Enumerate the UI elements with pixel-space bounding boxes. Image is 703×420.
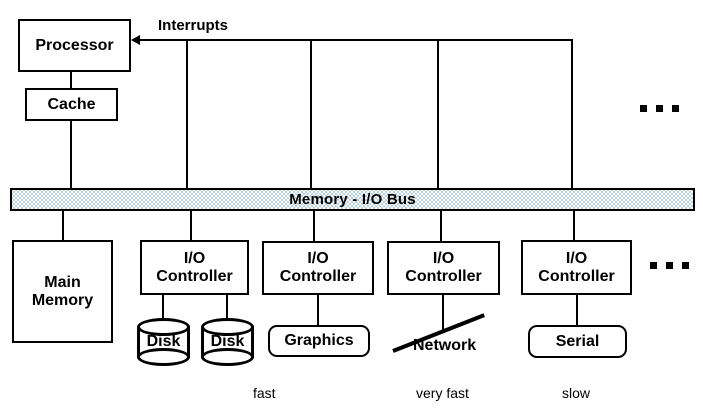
disk-2-bottom-ellipse xyxy=(201,348,254,366)
interrupt-drop-line-4 xyxy=(571,39,573,189)
io-controller-2-label: I/O Controller xyxy=(279,250,357,285)
serial-box: Serial xyxy=(528,325,627,358)
ellipsis-top-icon xyxy=(640,105,679,112)
main-memory-label: Main Memory xyxy=(31,273,94,309)
processor-label: Processor xyxy=(35,36,114,54)
disk-1-bottom-ellipse xyxy=(137,348,190,366)
processor-cache-connector xyxy=(70,72,72,88)
io-controller-4-box: I/O Controller xyxy=(521,240,632,295)
controller-2-graphics-connector xyxy=(317,295,319,325)
io-controller-3-label: I/O Controller xyxy=(405,250,482,285)
processor-box: Processor xyxy=(18,19,131,72)
controller-4-serial-connector xyxy=(576,295,578,325)
serial-label: Serial xyxy=(555,332,600,350)
speed-label-fast: fast xyxy=(253,385,276,401)
bus-connector-controller-4 xyxy=(573,211,575,241)
interrupts-label: Interrupts xyxy=(158,17,229,34)
disk-1-top-ellipse xyxy=(137,318,190,336)
controller-3-network-connector xyxy=(442,295,444,331)
main-memory-box: Main Memory xyxy=(12,240,113,343)
disk-1-label: Disk xyxy=(146,333,181,350)
bus-connector-controller-1 xyxy=(190,211,192,241)
io-controller-3-box: I/O Controller xyxy=(387,241,500,295)
bus-connector-controller-3 xyxy=(440,211,442,242)
memory-io-bus: Memory - I/O Bus xyxy=(10,188,695,211)
network-label: Network xyxy=(413,337,477,354)
memory-io-bus-label: Memory - I/O Bus xyxy=(289,191,416,208)
bus-connector-controller-2 xyxy=(313,211,315,242)
speed-label-very-fast: very fast xyxy=(416,385,469,401)
ellipsis-bottom-icon xyxy=(650,262,689,269)
disk-2: Disk xyxy=(201,318,254,366)
graphics-label: Graphics xyxy=(284,332,354,349)
speed-label-slow: slow xyxy=(562,385,591,401)
cache-box: Cache xyxy=(25,88,118,121)
disk-2-top-ellipse xyxy=(201,318,254,336)
interrupt-line xyxy=(139,39,573,41)
graphics-box: Graphics xyxy=(268,325,370,357)
cache-label: Cache xyxy=(47,95,96,113)
io-controller-1-label: I/O Controller xyxy=(156,249,233,285)
cache-bus-connector xyxy=(70,121,72,189)
io-controller-1-box: I/O Controller xyxy=(140,240,249,295)
io-controller-4-label: I/O Controller xyxy=(538,249,615,285)
disk-2-label: Disk xyxy=(210,333,245,350)
interrupt-drop-line-3 xyxy=(437,39,439,189)
controller-1-disk-1-connector xyxy=(162,295,164,323)
controller-1-disk-2-connector xyxy=(226,295,228,323)
interrupt-drop-line-2 xyxy=(310,39,312,189)
io-controller-2-box: I/O Controller xyxy=(262,241,374,295)
bus-connector-main-memory xyxy=(62,211,64,241)
disk-1: Disk xyxy=(137,318,190,366)
interrupt-arrowhead-icon xyxy=(131,35,140,45)
interrupt-drop-line-1 xyxy=(186,39,188,189)
